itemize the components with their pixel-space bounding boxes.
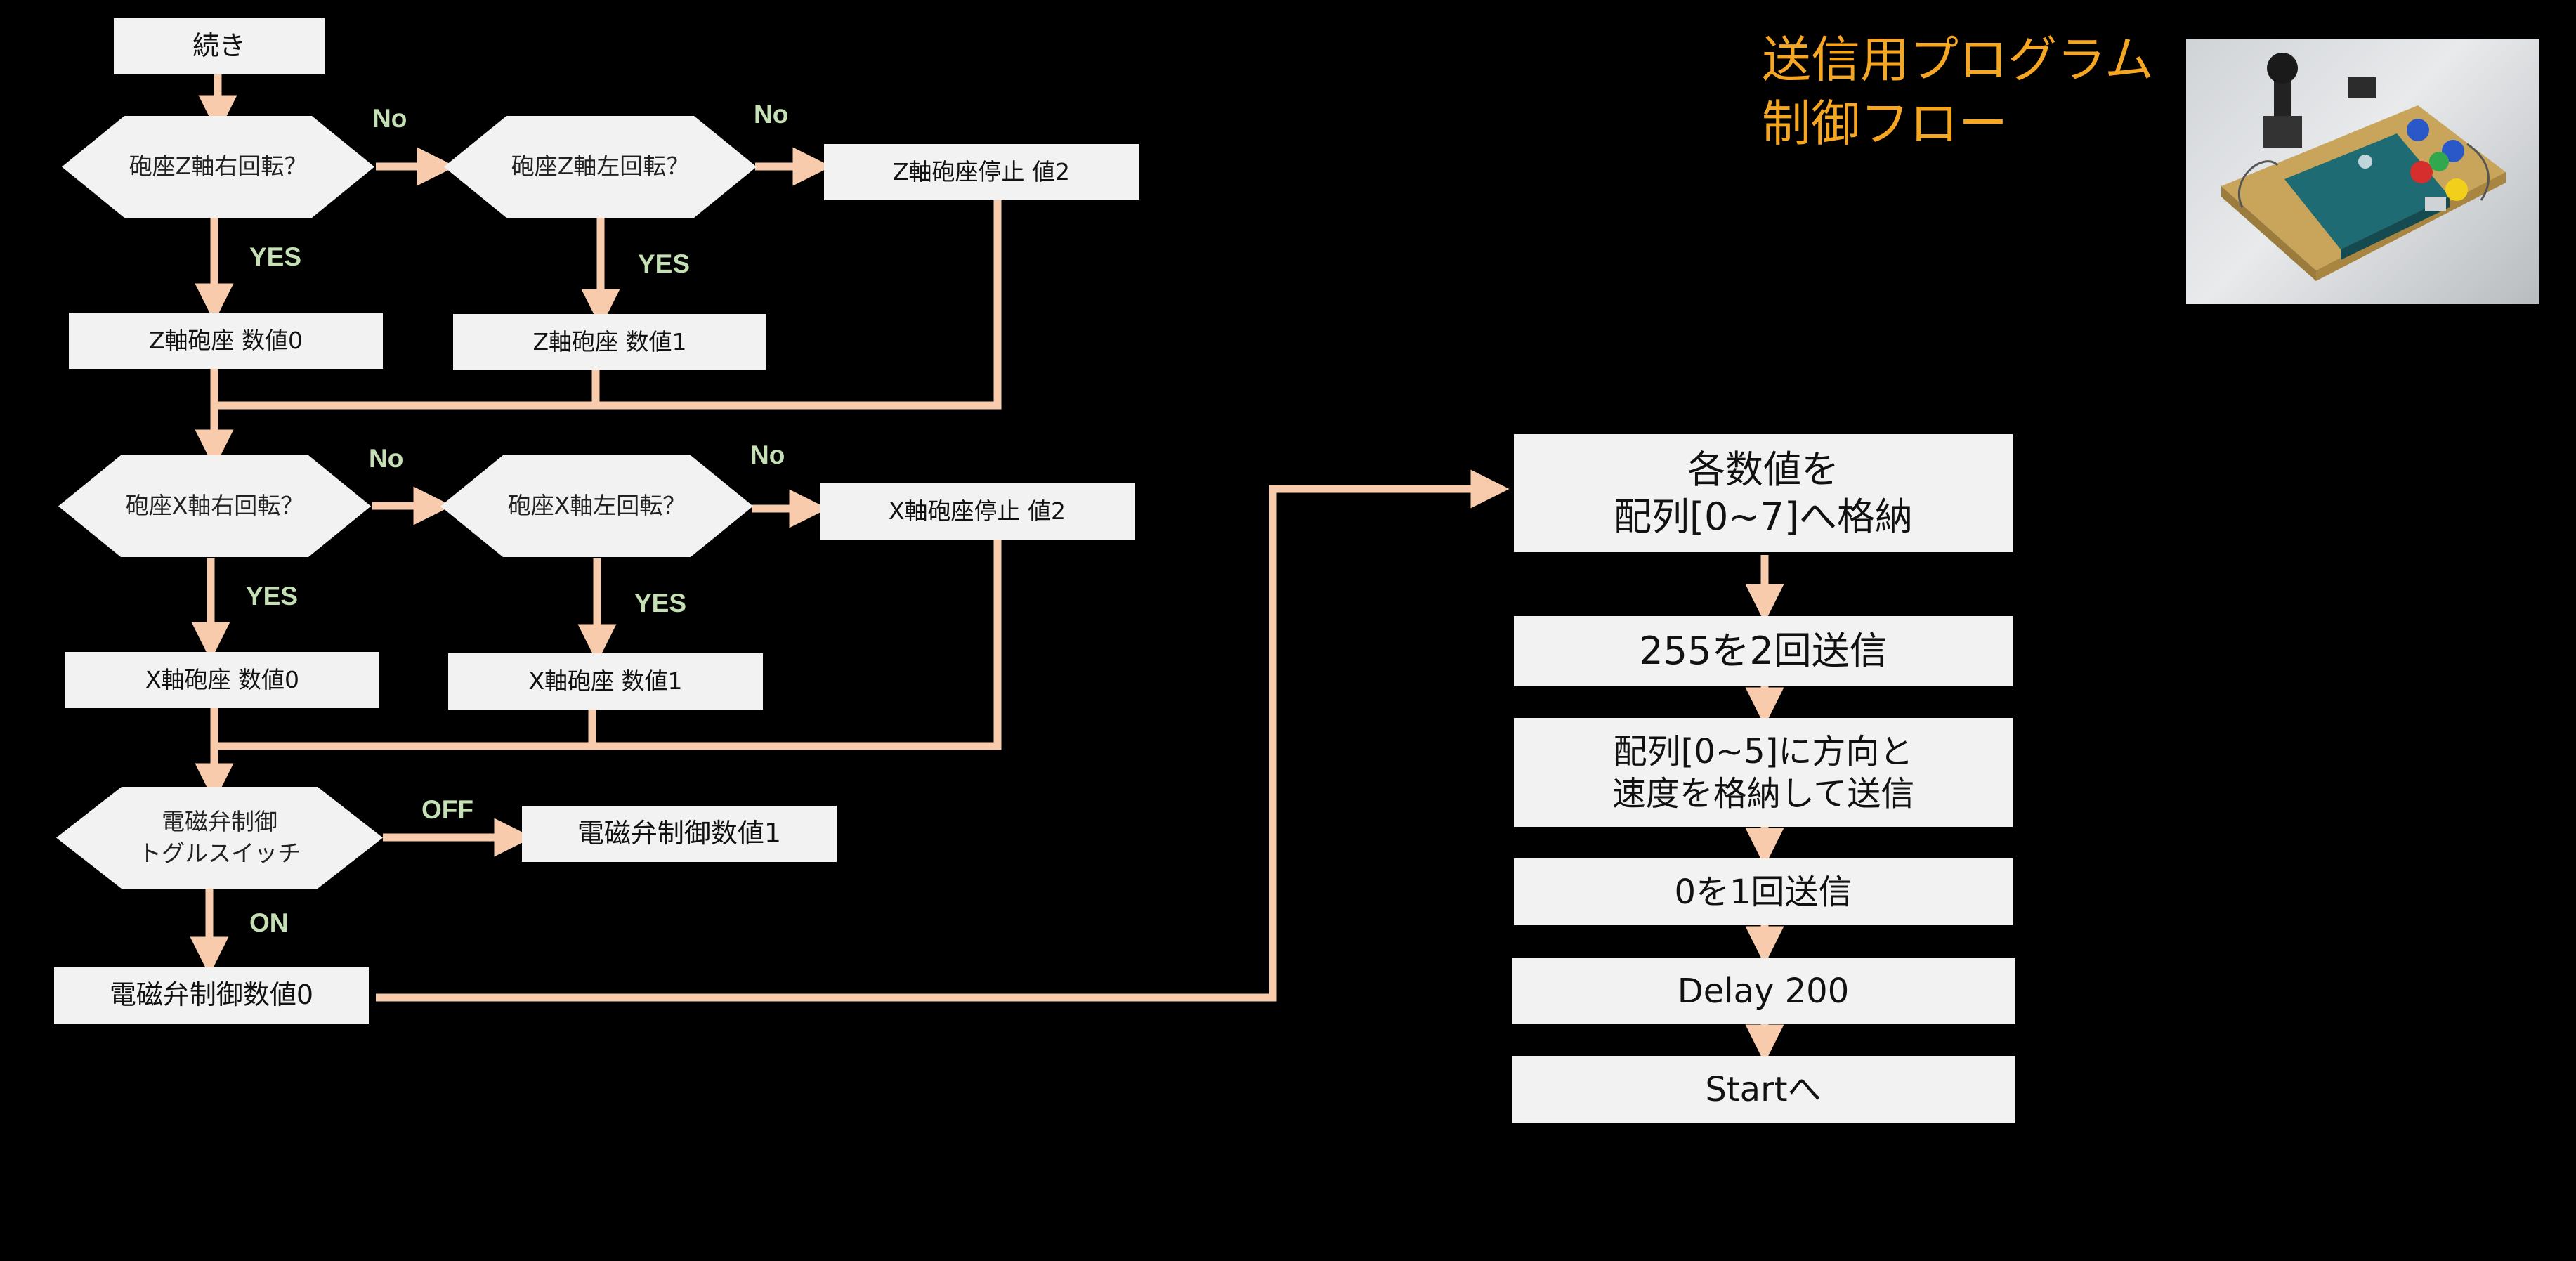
decision-z-left: 砲座Z軸左回転？ <box>444 116 757 218</box>
decision-z-right: 砲座Z軸右回転？ <box>62 116 374 218</box>
node-solenoid-val0: 電磁弁制御数値0 <box>54 967 369 1024</box>
arrow-solenoid-to-store <box>376 469 1510 1002</box>
node-solenoid-val1: 電磁弁制御数値1 <box>522 806 837 862</box>
node-continue: 続き <box>114 18 325 74</box>
label-z-right-no: No <box>372 104 407 133</box>
label-z-left-no: No <box>754 100 789 129</box>
node-x-val0: X軸砲座 数値0 <box>65 652 379 708</box>
label-x-left-yes: YES <box>634 589 687 618</box>
label-solenoid-off: OFF <box>421 795 473 824</box>
decision-solenoid: 電磁弁制御 トグルスイッチ <box>56 787 383 889</box>
controller-board-illustration <box>2221 53 2506 281</box>
node-send-0: 0を1回送信 <box>1514 858 2013 925</box>
label-z-right-yes: YES <box>249 242 302 271</box>
node-x-stop: X軸砲座停止 値2 <box>820 483 1135 540</box>
arduino-controller-photo <box>2186 39 2539 304</box>
node-z-stop: Z軸砲座停止 値2 <box>824 144 1139 200</box>
diagram-title: 送信用プログラム 制御フロー <box>1762 31 2154 152</box>
node-z-val0: Z軸砲座 数値0 <box>69 313 383 369</box>
node-store-send: 配列[0~5]に方向と 速度を格納して送信 <box>1514 718 2013 827</box>
label-x-left-no: No <box>750 440 785 469</box>
label-z-left-yes: YES <box>638 249 691 278</box>
label-x-right-yes: YES <box>246 582 299 610</box>
merge-x-stop <box>214 540 1002 750</box>
node-store-array: 各数値を 配列[0~7]へ格納 <box>1514 434 2013 552</box>
node-delay: Delay 200 <box>1512 958 2015 1024</box>
label-solenoid-on: ON <box>249 908 289 937</box>
decision-x-right: 砲座X軸右回転？ <box>58 455 371 557</box>
label-x-right-no: No <box>369 444 404 473</box>
merge-z-stop <box>218 199 1002 410</box>
node-x-val1: X軸砲座 数値1 <box>448 653 763 710</box>
node-start: Startへ <box>1512 1056 2015 1123</box>
node-send-255: 255を2回送信 <box>1514 616 2013 686</box>
node-z-val1: Z軸砲座 数値1 <box>453 314 766 370</box>
decision-x-left: 砲座X軸左回転？ <box>440 455 753 557</box>
